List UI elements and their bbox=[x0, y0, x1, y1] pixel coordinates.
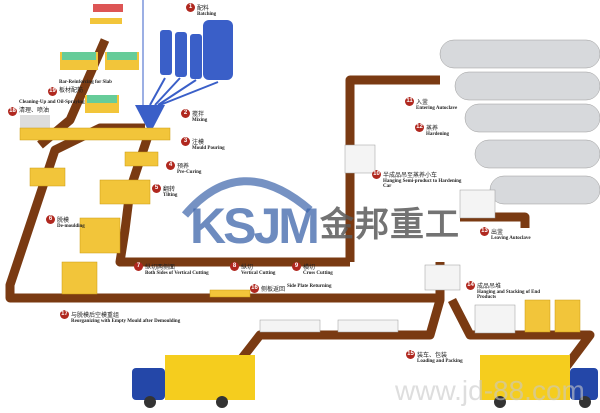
step-number-badge: 10 bbox=[372, 170, 381, 179]
logo-name: 金邦重工 bbox=[320, 205, 460, 245]
step-label-en: Pre-Curing bbox=[177, 170, 202, 175]
step-number-badge: 4 bbox=[166, 161, 175, 170]
step-number-badge: 15 bbox=[406, 350, 415, 359]
step-label-en: Tilting bbox=[163, 193, 178, 198]
product-stacks bbox=[259, 144, 516, 334]
step-label-en: De-moulding bbox=[57, 224, 85, 229]
watermark: www.jd-88.com bbox=[395, 375, 585, 406]
step-label-cn: 侧板返回 bbox=[261, 286, 286, 293]
step-label-cn: 成品吊堆 bbox=[477, 283, 502, 290]
step-label-en: Loading and Packing bbox=[417, 359, 463, 364]
logo-mark: KSJM bbox=[190, 198, 320, 254]
step-label-en: Hardening bbox=[426, 132, 450, 137]
step-label-cn: 脱模 bbox=[57, 217, 70, 224]
autoclaves bbox=[439, 39, 600, 205]
step-label-en: Side Plate Returning bbox=[287, 284, 332, 289]
step-number-badge: 11 bbox=[405, 97, 414, 106]
step-number-badge: 12 bbox=[415, 123, 424, 132]
step-number-badge: 16 bbox=[250, 284, 259, 293]
step-label-en: Reorganizing with Empty Mould after Demo… bbox=[71, 319, 181, 324]
step-label-cn: 入釜 bbox=[416, 99, 429, 106]
step-label-cn: 半成品吊至蒸养小车 bbox=[383, 172, 438, 179]
step-label-cn: 蒸养 bbox=[426, 125, 439, 132]
step-label-cn: 板材配筋 bbox=[59, 87, 84, 94]
step-label-en: Hanging and Stacking of End Products bbox=[477, 290, 541, 300]
step-label-en: Entering Autoclave bbox=[416, 106, 458, 111]
step-label-cn: 配料 bbox=[197, 5, 210, 12]
step-number-badge: 18 bbox=[8, 107, 17, 116]
step-number-badge: 6 bbox=[46, 215, 55, 224]
step-label-en: Mould Pouring bbox=[192, 146, 225, 151]
step-label-cn: 横切 bbox=[303, 264, 316, 271]
step-label-cn: 预养 bbox=[177, 163, 190, 170]
step-label-cn: 纵切 bbox=[241, 264, 254, 271]
step-label-en: Cleaning-Up and Oil-Spraying bbox=[19, 100, 85, 105]
step-number-badge: 7 bbox=[134, 262, 143, 271]
truck-right bbox=[480, 355, 598, 408]
silos bbox=[135, 20, 233, 128]
step-label-cn: 装车、包装 bbox=[417, 352, 448, 359]
step-label-en: Vertical Cutting bbox=[241, 271, 276, 276]
step-label-cn: 纵切两侧面 bbox=[145, 264, 176, 271]
step-number-badge: 1 bbox=[186, 3, 195, 12]
step-label-en: Cross Cutting bbox=[303, 271, 333, 276]
step-label-en: Batching bbox=[197, 12, 217, 17]
step-number-badge: 8 bbox=[230, 262, 239, 271]
step-label-cn: 出釜 bbox=[491, 229, 504, 236]
step-number-badge: 3 bbox=[181, 137, 190, 146]
step-label-en: Bar-Reinforcing for Slab bbox=[59, 80, 112, 85]
step-number-badge: 17 bbox=[60, 310, 69, 319]
step-label-en: Mixing bbox=[192, 118, 208, 123]
mould-platforms bbox=[19, 127, 581, 333]
step-label-cn: 翻转 bbox=[163, 186, 176, 193]
step-label-en: Both Sides of Vertical Cutting bbox=[145, 271, 209, 276]
step-number-badge: 14 bbox=[466, 281, 475, 290]
step-label-cn: 与脱模后空模重组 bbox=[71, 312, 120, 319]
step-number-badge: 5 bbox=[152, 184, 161, 193]
step-label-en: Hanging Semi-product to Hardening Car bbox=[383, 179, 462, 189]
step-number-badge: 9 bbox=[292, 262, 301, 271]
truck-left bbox=[132, 355, 255, 408]
step-label-cn: 搅拌 bbox=[192, 111, 205, 118]
step-number-badge: 2 bbox=[181, 109, 190, 118]
step-label-en: Leaving Autoclave bbox=[491, 236, 531, 241]
step-label-cn: 清理、喷油 bbox=[19, 107, 50, 114]
step-number-badge: 19 bbox=[48, 87, 57, 96]
step-label-cn: 注模 bbox=[192, 139, 205, 146]
logo-swoosh bbox=[181, 177, 313, 218]
step-number-badge: 13 bbox=[480, 227, 489, 236]
